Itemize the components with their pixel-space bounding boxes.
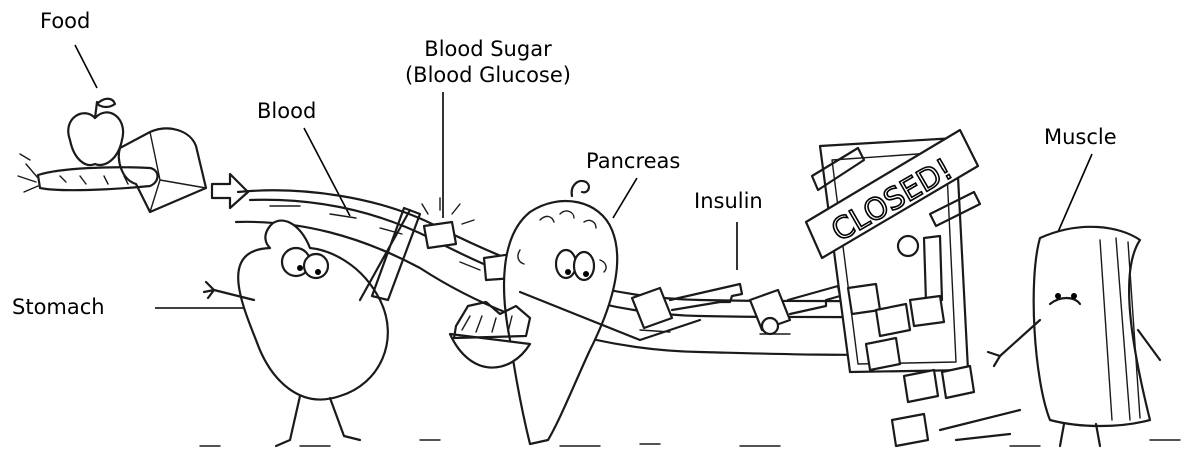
muscle-leader-line [1058,154,1092,232]
food-leader-line [75,45,97,88]
sugar-cubes-drawing [422,198,514,280]
label-insulin: Insulin [694,188,763,214]
label-stomach: Stomach [12,294,105,320]
muscle-character-drawing [988,227,1160,446]
food-items-drawing [18,99,248,212]
label-pancreas: Pancreas [586,148,680,174]
stomach-character-drawing [204,208,420,446]
label-food: Food [40,8,90,34]
insulin-keys-drawing [632,284,840,334]
label-blood-sugar: Blood Sugar (Blood Glucose) [388,36,588,88]
label-blood: Blood [257,98,316,124]
closed-door-drawing: CLOSED! [806,130,980,372]
pancreas-leader-line [613,178,637,218]
label-blood-sugar-line1: Blood Sugar [388,36,588,62]
ground-line [200,440,1180,446]
label-blood-sugar-line2: (Blood Glucose) [388,62,588,88]
label-muscle: Muscle [1044,124,1117,150]
